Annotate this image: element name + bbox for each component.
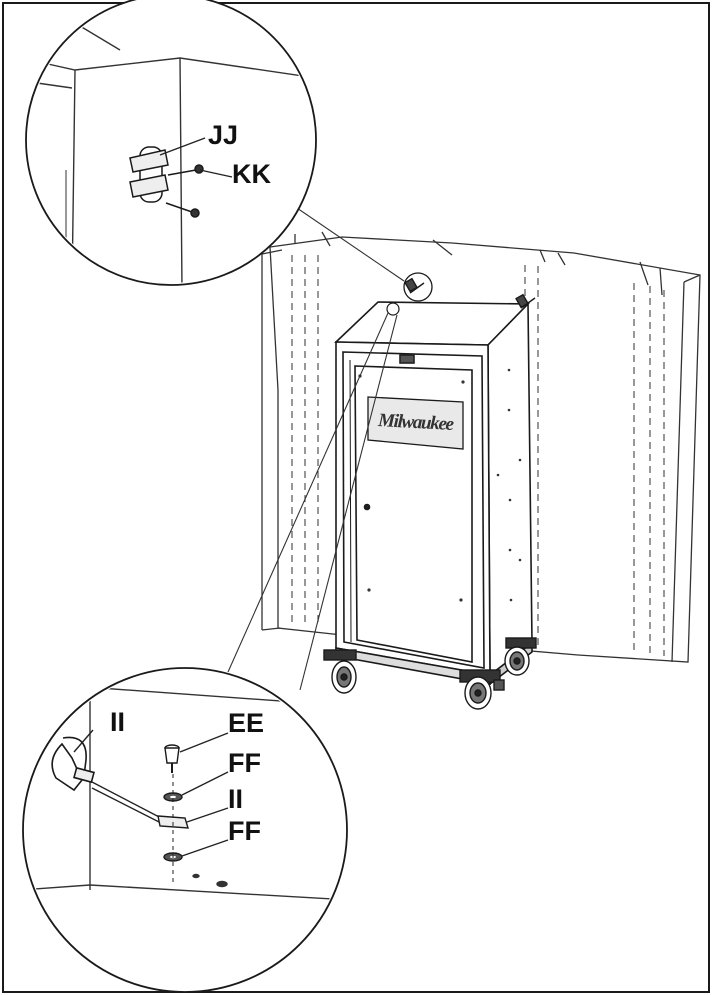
label-ii-bracket: II (110, 707, 125, 737)
label-ii-plate: II (228, 784, 243, 814)
cabinet-logo-plate: Milwaukee (367, 396, 464, 450)
bolt-ee-part (164, 744, 180, 773)
label-ff-bottom: FF (228, 816, 261, 846)
caster-front-left (323, 649, 357, 694)
detail-target-top (403, 272, 433, 302)
top-detail-callout: JJ KK (25, 0, 317, 286)
label-ff-top: FF (228, 748, 261, 778)
label-jj: JJ (208, 120, 238, 150)
screws-kk-part (165, 164, 204, 218)
bracket-ii-part (51, 736, 95, 792)
label-kk: KK (232, 159, 271, 189)
cabinet-side (487, 302, 533, 677)
bottom-detail-callout: II EE FF II FF (22, 667, 348, 993)
caster-front-right (459, 669, 505, 710)
cabinet (334, 301, 533, 686)
wall-anchor-screws (404, 277, 536, 309)
bracket-jj-part (129, 146, 169, 203)
label-ee: EE (228, 708, 264, 738)
caster-back-right (504, 637, 537, 676)
detail-target-bottom (386, 302, 400, 316)
cabinet-logo: Milwaukee (377, 410, 456, 435)
